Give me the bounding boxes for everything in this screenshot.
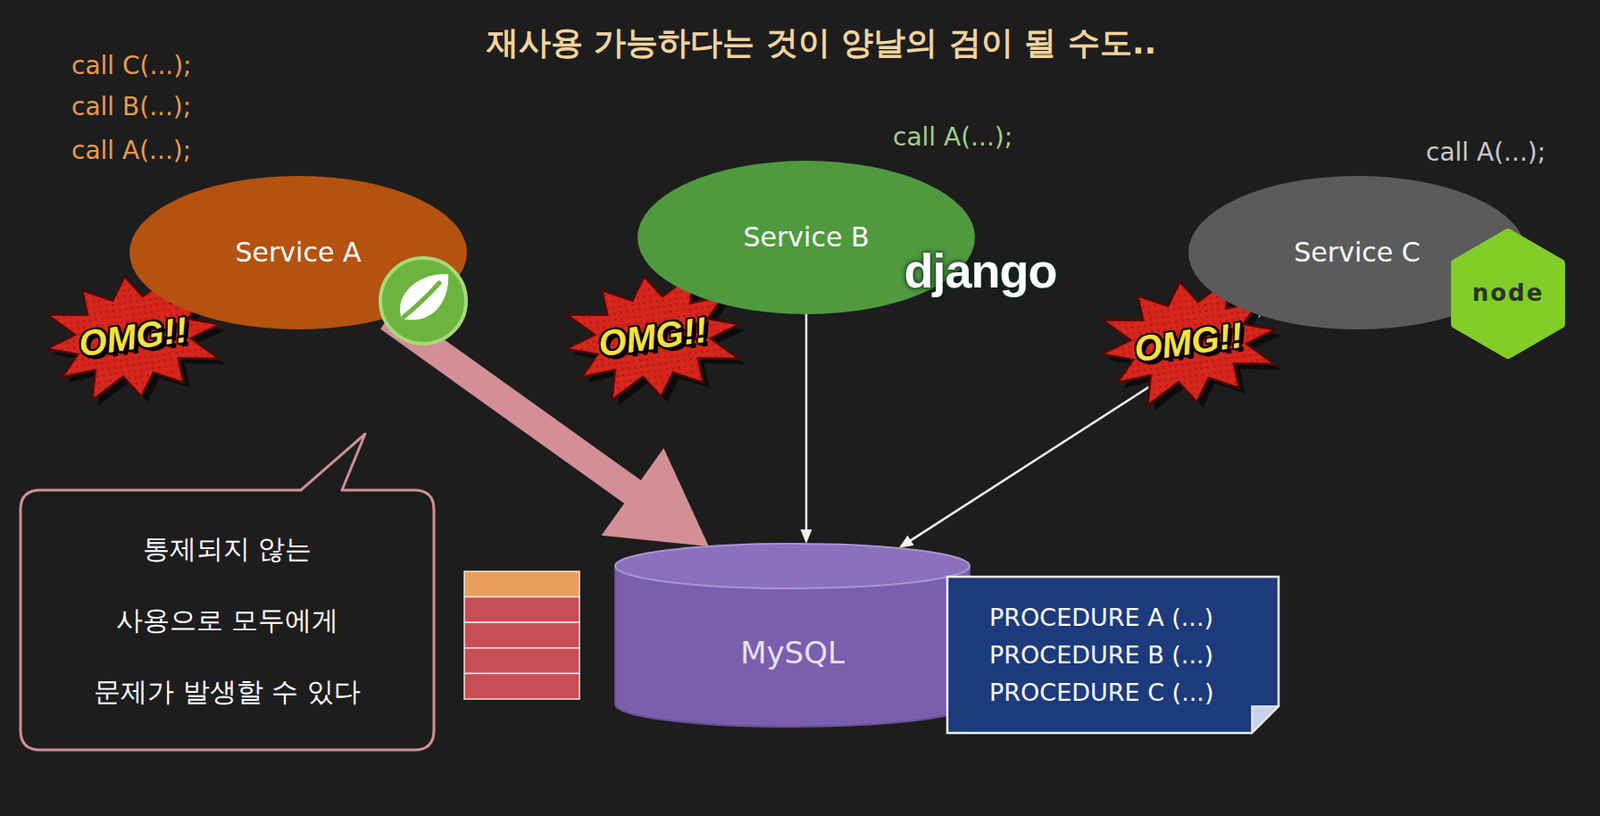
title: 재사용 가능하다는 것이 양날의 검이 될 수도.. — [486, 21, 1158, 66]
arrow-head — [601, 448, 709, 547]
omg-text: OMG!! — [595, 308, 709, 366]
nodejs-logo — [1455, 233, 1561, 355]
node-text: 통제되지 않는 사용으로 모두에게 문제가 발생할 수 있다 — [93, 513, 362, 728]
callout-outline-path — [20, 433, 434, 750]
table-icon — [464, 571, 580, 700]
omg-text: OMG!! — [75, 308, 190, 366]
note-fold — [1251, 706, 1279, 734]
spring-logo — [380, 258, 467, 344]
connector-shaft — [805, 314, 809, 532]
node-text: PROCEDURE B (...) — [989, 636, 1214, 675]
django-logo-text: django — [904, 242, 1058, 299]
database-cylinder: MySQL — [615, 543, 970, 727]
ellipse-fill — [129, 175, 467, 330]
code-call: call A(...); — [892, 123, 1013, 152]
node-text: Service B — [743, 220, 870, 255]
arrow-head — [800, 529, 812, 544]
arrow — [800, 314, 812, 544]
node-text: Service A — [235, 235, 362, 270]
code-call: call B(...); — [71, 92, 192, 122]
node-text: MySQL — [740, 633, 845, 673]
node-text: Service C — [1293, 235, 1420, 270]
cylinder-top — [615, 543, 970, 589]
callout-bubble: 통제되지 않는 사용으로 모두에게 문제가 발생할 수 있다 — [20, 490, 434, 750]
node-text: PROCEDURE A (...) — [989, 599, 1214, 637]
cylinder-body — [615, 566, 970, 727]
code-call: call A(...); — [1425, 138, 1546, 167]
nodejs-logo-text: node — [1472, 280, 1545, 308]
code-call: call A(...); — [71, 136, 192, 166]
omg-text: OMG!! — [1131, 314, 1245, 371]
code-call: call C(...); — [71, 51, 192, 81]
arrow-head — [899, 535, 915, 549]
procedure-note: PROCEDURE A (...)PROCEDURE B (...)PROCED… — [947, 576, 1279, 734]
note-body — [947, 576, 1279, 734]
node-text: PROCEDURE C (...) — [989, 674, 1214, 712]
